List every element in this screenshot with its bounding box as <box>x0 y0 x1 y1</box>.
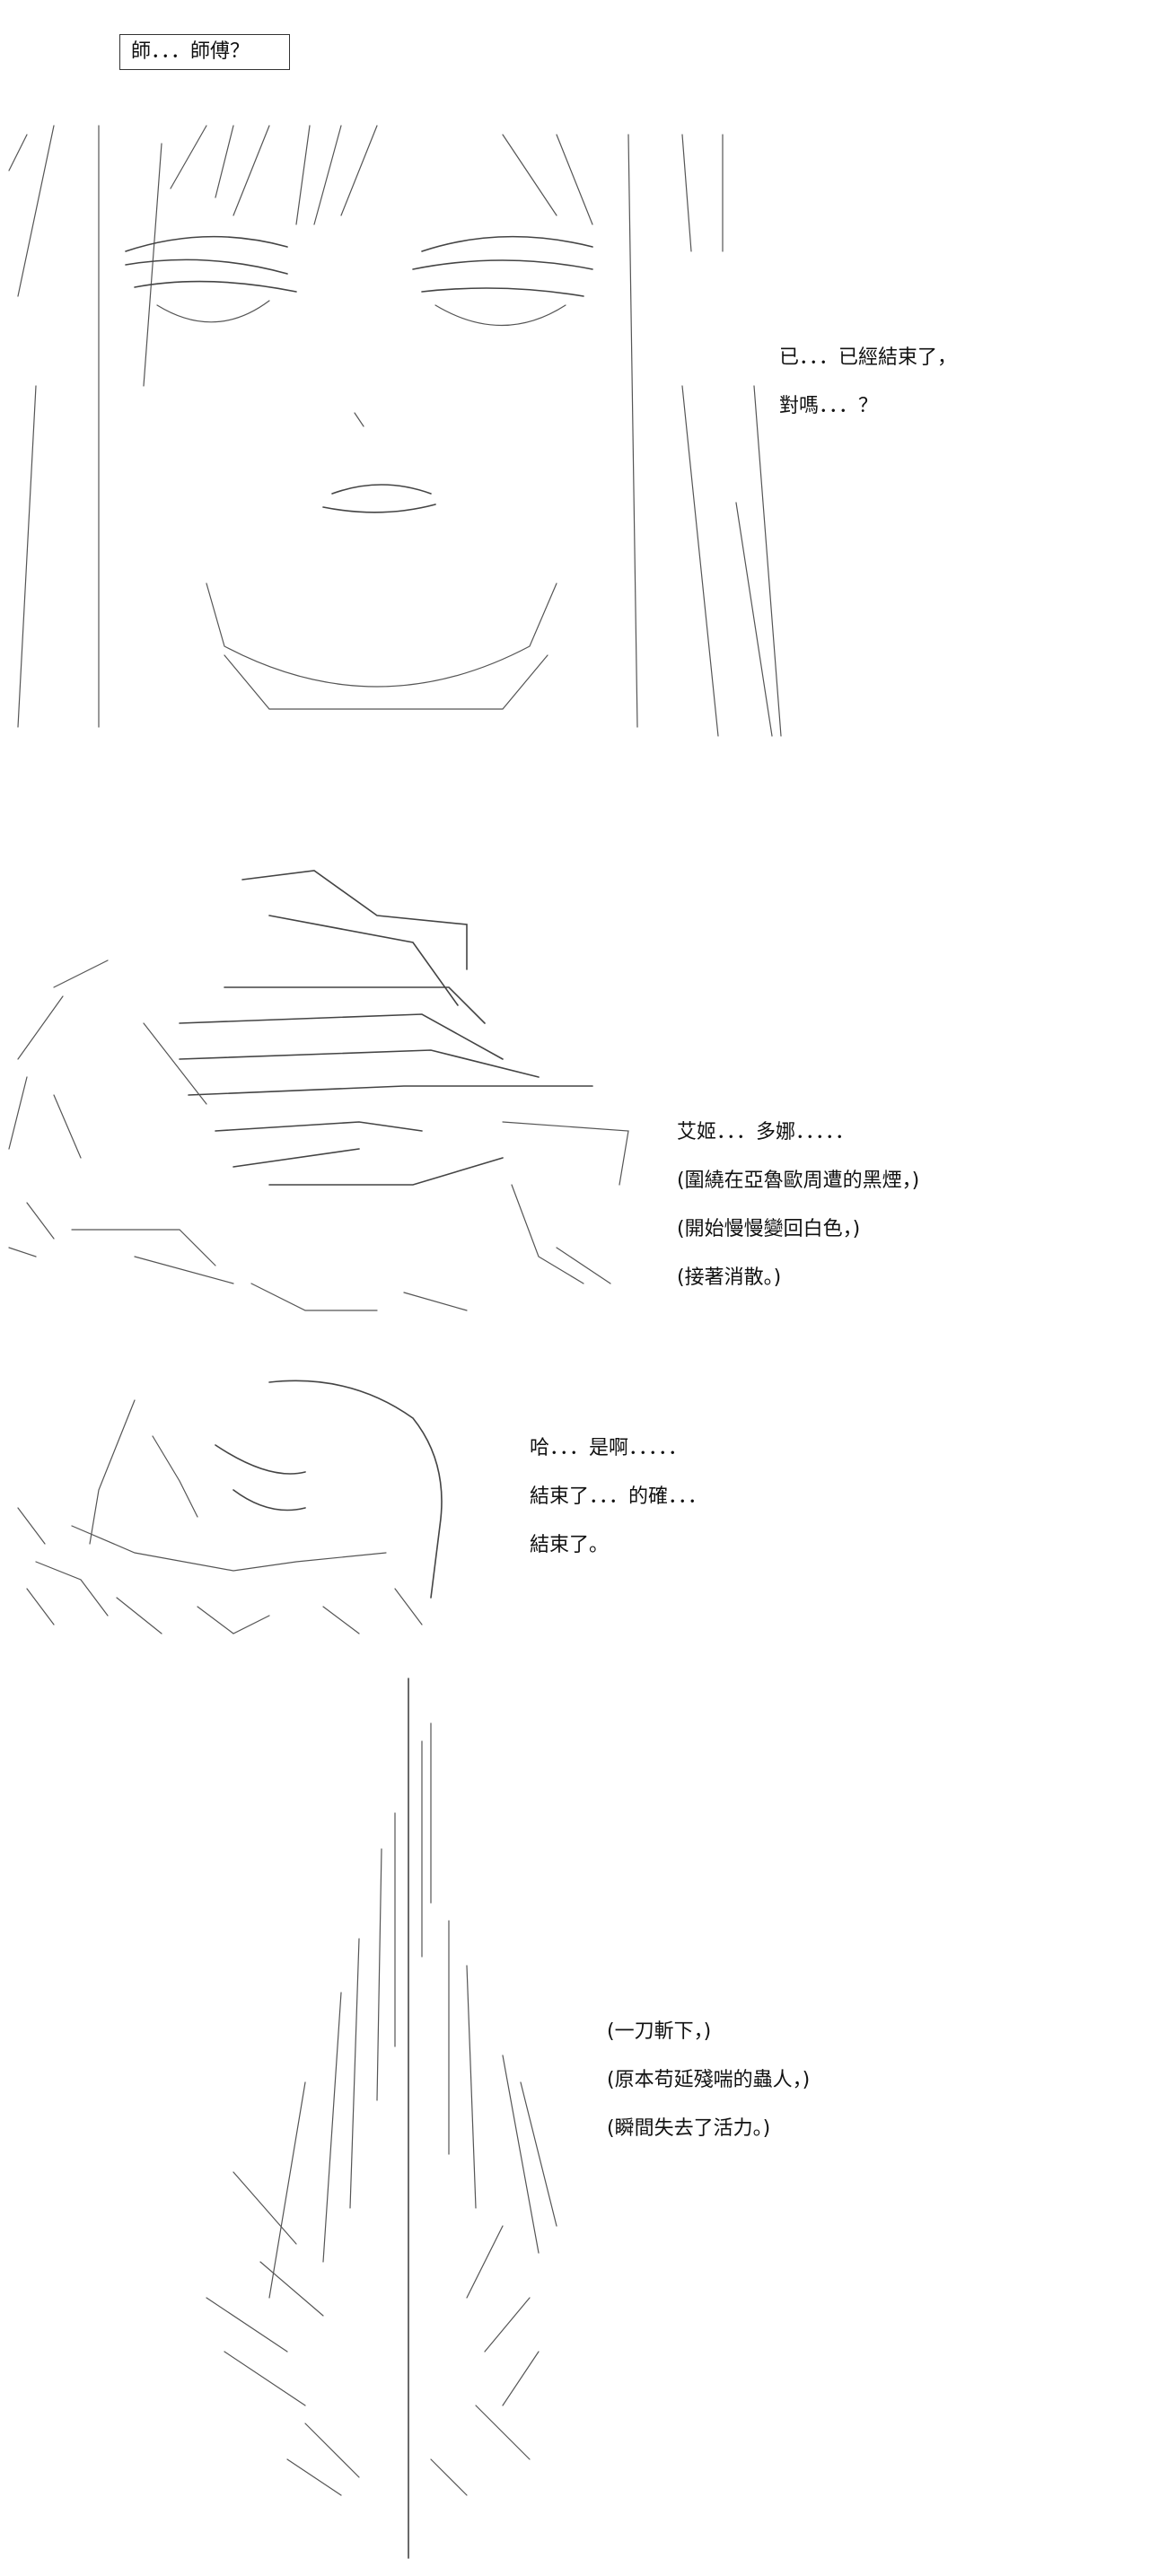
dialogue-line: (一刀斬下，) <box>607 2020 712 2043</box>
panel-2-art <box>8 870 629 1311</box>
title-box: 師．．．師傅？ <box>119 34 290 70</box>
dialogue-line: (開始慢慢變回白色，) <box>677 1218 861 1240</box>
panel-3-art <box>17 1380 443 1634</box>
dialogue-line: (圍繞在亞魯歐周遭的黑煙，) <box>677 1170 920 1192</box>
panel-3-dialogue: 哈．．．是啊．．．．． 結束了．．．的確．．． 結束了。 <box>530 1424 707 1570</box>
dialogue-line: 結束了．．．的確．．． <box>530 1485 708 1508</box>
dialogue-line: (接著消散。) <box>677 1266 782 1289</box>
dialogue-line: (瞬間失去了活力。) <box>607 2117 771 2140</box>
dialogue-line: 結束了。 <box>530 1534 610 1556</box>
dialogue-line: 哈．．．是啊．．．．． <box>530 1437 689 1459</box>
panel-4-dialogue: (一刀斬下，) (原本苟延殘喘的蟲人，) (瞬間失去了活力。) <box>607 2008 810 2153</box>
panel-1-art <box>8 125 782 737</box>
title-text: 師．．．師傅？ <box>131 40 250 63</box>
panel-1-dialogue: 已．．．已經結束了， 對嗎．．．？ <box>779 334 957 431</box>
dialogue-line: 對嗎．．．？ <box>779 395 879 417</box>
dialogue-line: 艾姬．．．多娜．．．．． <box>677 1121 856 1143</box>
dialogue-line: (原本苟延殘喘的蟲人，) <box>607 2069 811 2091</box>
panel-2-dialogue: 艾姬．．．多娜．．．．． (圍繞在亞魯歐周遭的黑煙，) (開始慢慢變回白色，) … <box>677 1108 919 1302</box>
panel-4-art <box>206 1678 557 2559</box>
dialogue-line: 已．．．已經結束了， <box>779 346 958 369</box>
